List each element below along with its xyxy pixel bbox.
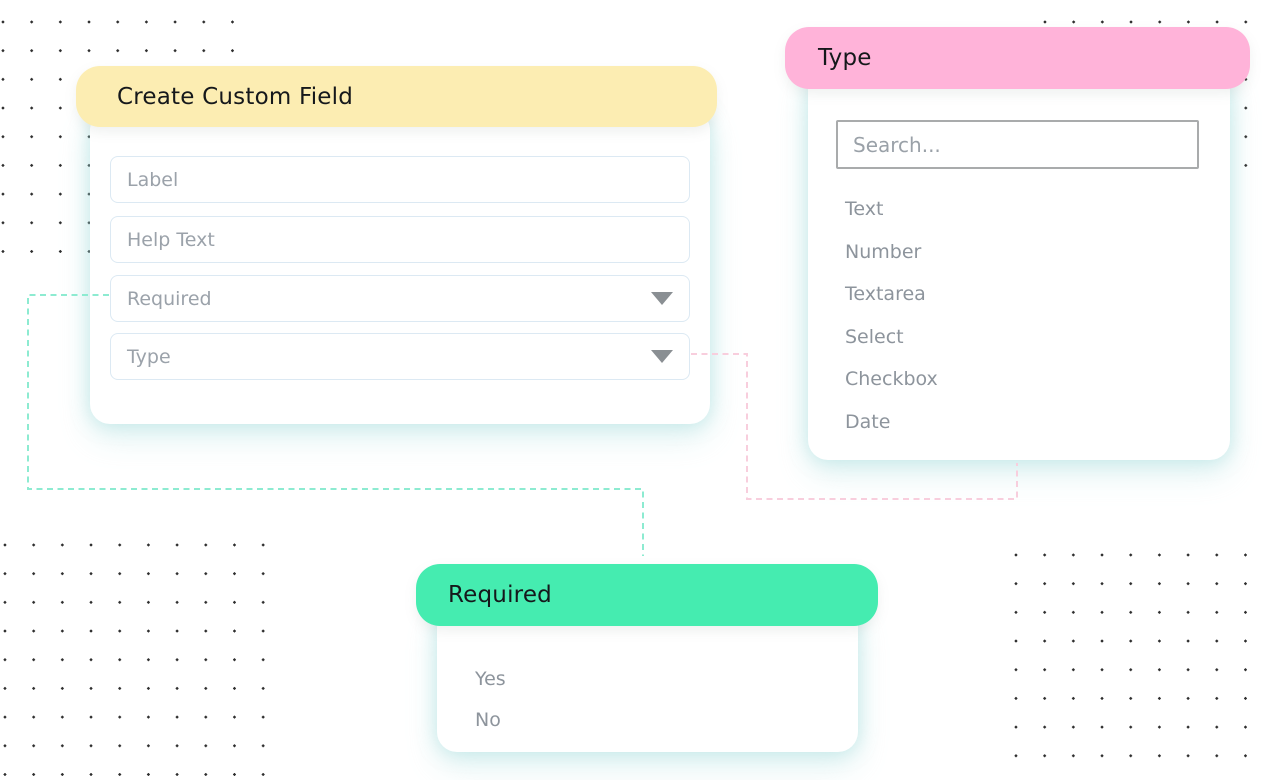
type-option-list: Text Number Textarea Select Checkbox Dat…: [845, 188, 938, 443]
chevron-down-icon: [651, 350, 673, 363]
type-dropdown-card: Text Number Textarea Select Checkbox Dat…: [808, 70, 1230, 460]
type-dropdown-header: Type: [785, 27, 1250, 89]
type-option-number[interactable]: Number: [845, 240, 922, 263]
create-field-title: Create Custom Field: [117, 83, 354, 110]
type-option-checkbox[interactable]: Checkbox: [845, 368, 938, 391]
search-field[interactable]: [836, 120, 1199, 169]
required-select[interactable]: Required: [110, 275, 690, 322]
chevron-down-icon: [651, 292, 673, 305]
type-select[interactable]: Type: [110, 333, 690, 380]
type-option-textarea[interactable]: Textarea: [845, 283, 926, 306]
help-text-input[interactable]: [127, 217, 673, 262]
required-option-list: Yes No: [475, 658, 506, 740]
label-field[interactable]: [110, 156, 690, 203]
type-dropdown-title: Type: [818, 45, 872, 71]
help-text-field[interactable]: [110, 216, 690, 263]
type-option-date[interactable]: Date: [845, 410, 891, 433]
required-dropdown-card: Yes No: [437, 605, 858, 752]
label-input[interactable]: [127, 157, 673, 202]
create-field-header: Create Custom Field: [76, 66, 717, 127]
dot-grid-bottom-left: [2, 542, 268, 780]
required-option-no[interactable]: No: [475, 708, 501, 731]
required-dropdown-header: Required: [416, 564, 878, 626]
type-option-select[interactable]: Select: [845, 325, 904, 348]
required-select-value: Required: [127, 287, 212, 310]
required-option-yes[interactable]: Yes: [475, 667, 506, 690]
type-select-value: Type: [127, 345, 171, 368]
create-field-card: Required Type: [90, 110, 710, 424]
type-option-text[interactable]: Text: [845, 198, 884, 221]
required-dropdown-title: Required: [448, 582, 552, 608]
search-input[interactable]: [853, 132, 1182, 157]
dot-grid-bottom-right: [1013, 552, 1270, 760]
